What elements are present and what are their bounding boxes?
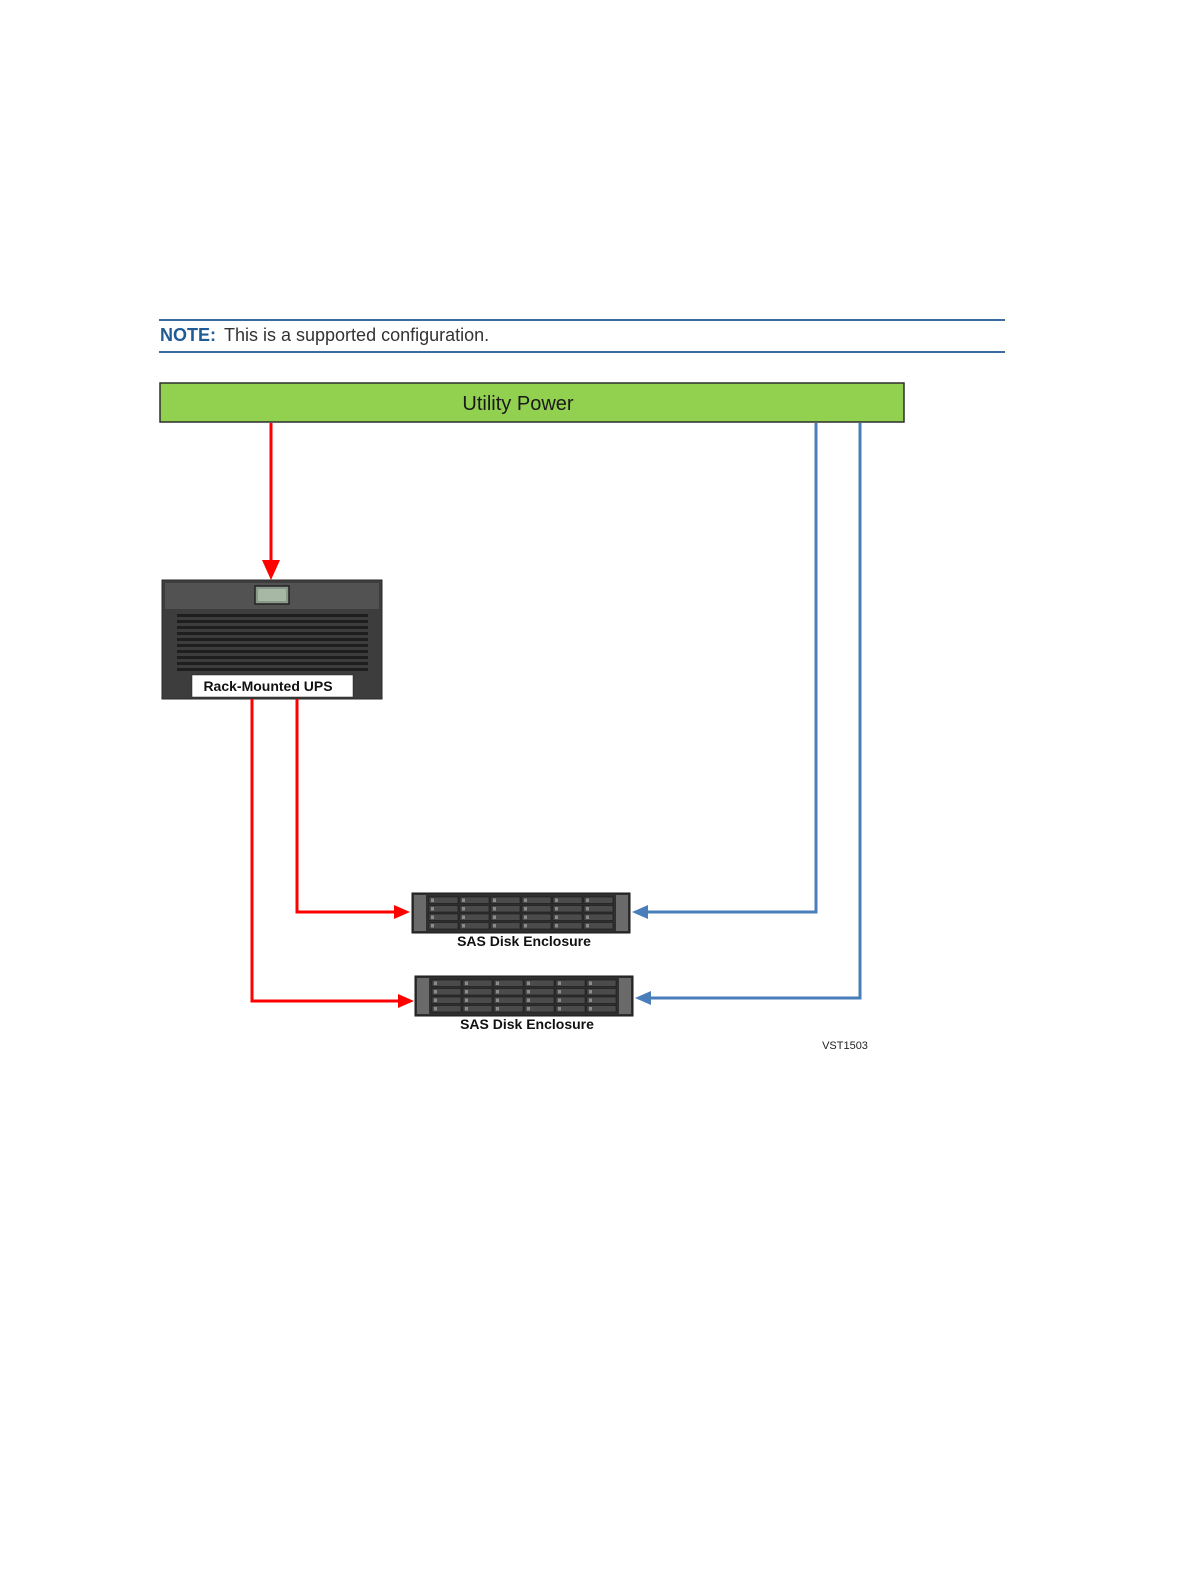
sas-disk-enclosure-2: SAS Disk Enclosure <box>415 976 633 1032</box>
drive-bay-latch <box>558 982 561 986</box>
drive-bay-latch <box>527 982 530 986</box>
ups-to-enclosure-2-connection <box>252 699 414 1008</box>
drive-bay-latch <box>589 990 592 994</box>
drive-bay-latch <box>434 999 437 1003</box>
drive-bay-latch <box>465 990 468 994</box>
drive-bay-latch <box>462 916 465 920</box>
drive-bay-latch <box>527 1007 530 1011</box>
drive-bay-latch <box>586 899 589 903</box>
figure-id: VST1503 <box>822 1040 868 1052</box>
enclosure-1-label: SAS Disk Enclosure <box>457 933 591 949</box>
drive-bay-latch <box>586 924 589 928</box>
rack-mounted-ups: Rack-Mounted UPS <box>162 580 382 699</box>
drive-bay-latch <box>589 982 592 986</box>
ups-label: Rack-Mounted UPS <box>203 678 332 694</box>
drive-bay-latch <box>465 1007 468 1011</box>
drive-bay-latch <box>431 916 434 920</box>
drive-bay-latch <box>493 924 496 928</box>
ups-vent-slot <box>177 620 368 623</box>
utility-power-label: Utility Power <box>462 393 573 415</box>
drive-bay-latch <box>431 907 434 911</box>
drive-bay-latch <box>555 899 558 903</box>
ups-vent-slot <box>177 662 368 665</box>
enclosure-2-label: SAS Disk Enclosure <box>460 1016 594 1032</box>
drive-bay-latch <box>496 1007 499 1011</box>
drive-bay-latch <box>496 990 499 994</box>
ups-vent-slot <box>177 626 368 629</box>
drive-bay-latch <box>589 999 592 1003</box>
drive-bay-latch <box>524 916 527 920</box>
sas-disk-enclosure-1: SAS Disk Enclosure <box>412 893 630 949</box>
drive-bay-latch <box>558 1007 561 1011</box>
enclosure-2-utility-arrowhead <box>635 991 651 1005</box>
drive-bay-latch <box>527 999 530 1003</box>
ups-vent-slot <box>177 632 368 635</box>
drive-bay-latch <box>555 907 558 911</box>
enclosure-2-ups-arrowhead <box>398 994 414 1008</box>
drive-bay-latch <box>558 999 561 1003</box>
drive-bay-latch <box>462 899 465 903</box>
drive-bay-latch <box>527 990 530 994</box>
drive-bay-latch <box>434 990 437 994</box>
drive-bay-latch <box>431 899 434 903</box>
utility-to-ups-connection <box>262 423 280 580</box>
ups-vent-slot <box>177 668 368 671</box>
drive-bay-latch <box>589 1007 592 1011</box>
ups-vent-slot <box>177 638 368 641</box>
drive-bay-latch <box>493 907 496 911</box>
drive-bay-latch <box>524 899 527 903</box>
utility-power-source: Utility Power <box>160 383 904 422</box>
ups-input-arrowhead <box>262 560 280 580</box>
drive-bay-latch <box>462 907 465 911</box>
drive-bay-latch <box>524 924 527 928</box>
drive-bay-latch <box>465 999 468 1003</box>
utility-to-enclosure-2-connection <box>635 423 860 1005</box>
drive-bay-latch <box>496 999 499 1003</box>
drive-bay-latch <box>524 907 527 911</box>
enclosure-1-ups-arrowhead <box>394 905 410 919</box>
ups-to-enclosure-1-connection <box>297 699 410 919</box>
ups-vent-slot <box>177 656 368 659</box>
drive-bay-latch <box>462 924 465 928</box>
drive-bay-latch <box>555 916 558 920</box>
ups-vent-slot <box>177 650 368 653</box>
drive-bay-latch <box>586 916 589 920</box>
ups-vent-slot <box>177 614 368 617</box>
drive-bay-latch <box>431 924 434 928</box>
drive-bay-latch <box>555 924 558 928</box>
drive-bay-latch <box>493 899 496 903</box>
drive-bay-latch <box>434 982 437 986</box>
enclosure-1-utility-arrowhead <box>632 905 648 919</box>
drive-bay-latch <box>493 916 496 920</box>
drive-bay-latch <box>586 907 589 911</box>
drive-bay-latch <box>434 1007 437 1011</box>
utility-to-enclosure-1-connection <box>632 423 816 919</box>
ups-vent-slot <box>177 644 368 647</box>
drive-bay-latch <box>496 982 499 986</box>
drive-bay-latch <box>465 982 468 986</box>
drive-bay-latch <box>558 990 561 994</box>
